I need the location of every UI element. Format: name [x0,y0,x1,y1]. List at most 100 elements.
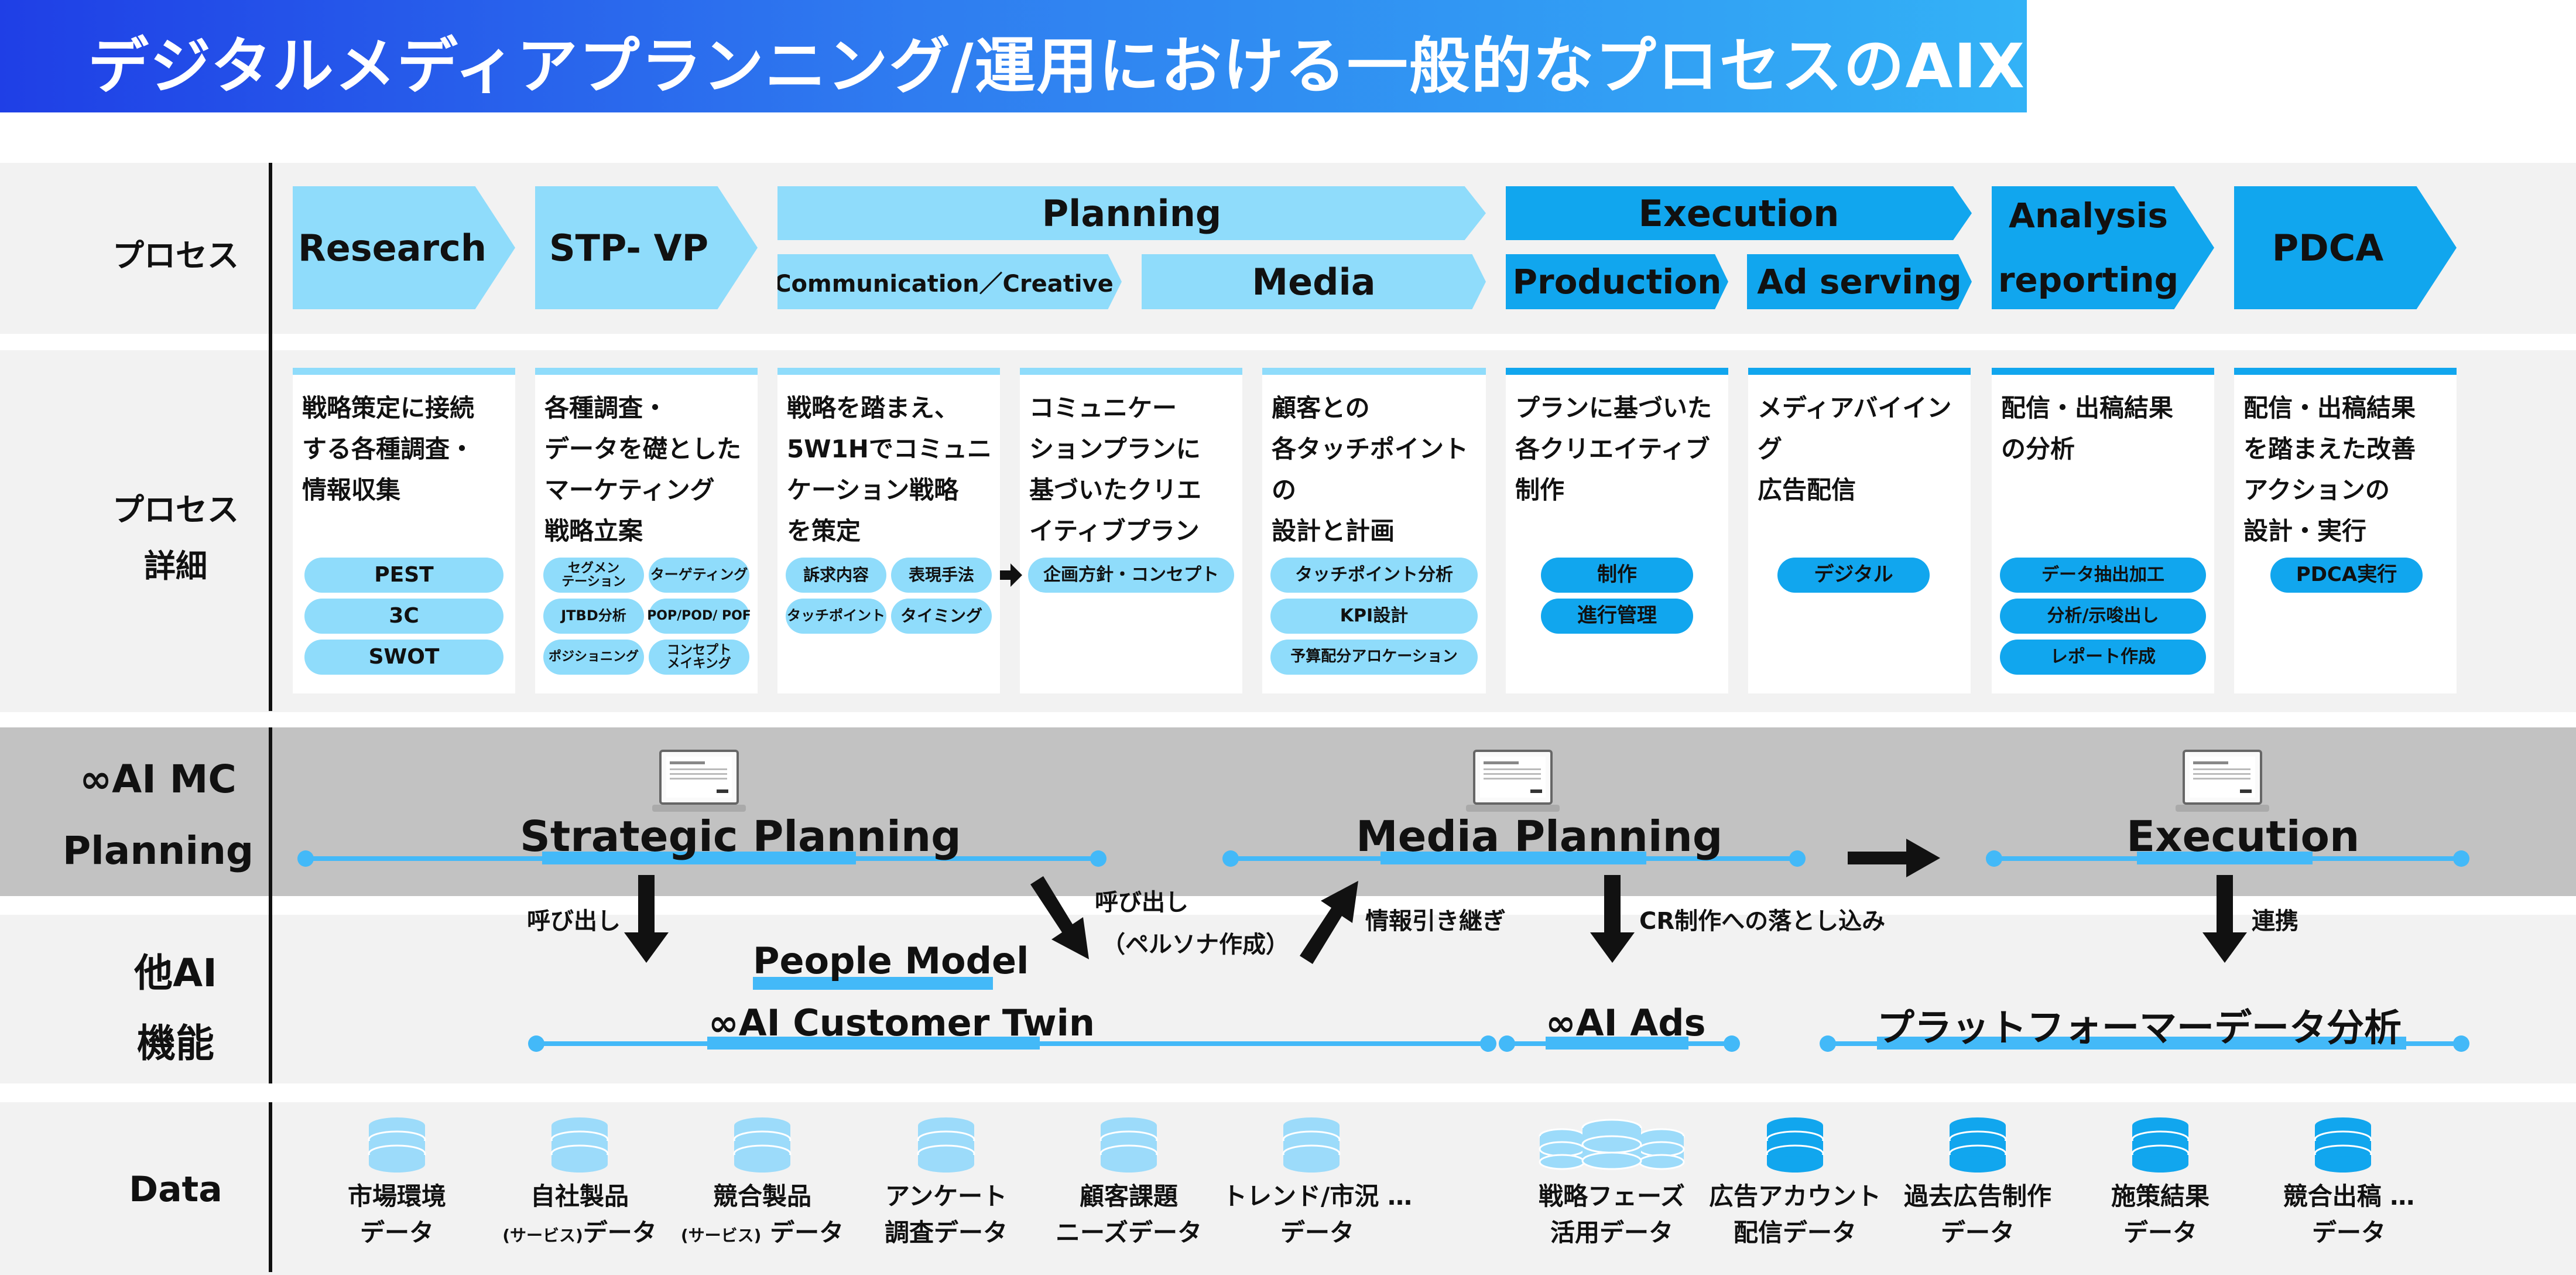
annotation-call-2: 呼び出し [1095,889,1188,916]
data-label-line2: データ [583,1218,657,1247]
row-label-detail-1: プロセス [112,491,239,528]
pill-timing: タイミング [891,599,992,634]
database-group-icon [1539,1119,1685,1170]
data-label: 競合出稿 … データ [2261,1178,2437,1251]
pill-analysis-insight: 分析/示唆出し [2000,599,2206,634]
laptop-icon [652,750,746,812]
card-line: 配信・出稿結果 [2001,394,2174,422]
process-execution: Execution [1506,186,1972,240]
process-planning: Planning [777,186,1486,240]
timeline-dot [1222,850,1239,867]
data-label-line2: データ [2311,1218,2386,1247]
card-line: を踏まえた改善 [2243,435,2416,463]
pill-pdca-execution: PDCA実行 [2270,558,2423,593]
card-line: 基づいたクリエ [1029,476,1202,504]
database-icon [1766,1117,1824,1173]
database-icon [368,1117,426,1173]
timeline-dot [1499,1035,1515,1052]
detail-card-pdca: 配信・出稿結果 を踏まえた改善 アクションの 設計・実行 [2234,368,2457,693]
database-icon [1099,1117,1158,1173]
detail-card-communication: 戦略を踏まえ、 5W1Hでコミュニ ケーション戦略 を策定 [777,368,1000,693]
data-label-small: (サービス) [502,1226,583,1245]
timeline-dot [2453,850,2469,867]
pill-appeal: 訴求内容 [786,558,886,593]
card-line: 顧客との [1272,394,1370,422]
pill-budget-allocation: 予算配分アロケーション [1270,640,1478,675]
process-analysis-line2: reporting [1998,260,2179,300]
card-line: 戦略を踏まえ、 [787,394,960,422]
data-label-line2: データ [761,1218,844,1247]
pill-swot: SWOT [304,640,503,675]
detail-card-media: 顧客との 各タッチポイントの 設計と計画 [1262,368,1486,693]
card-line: 戦略策定に接続 [302,394,475,422]
timeline-dot [1090,850,1107,867]
timeline-dot [1820,1035,1836,1052]
card-line: 各クリエイティブ [1515,435,1710,463]
process-adserving: Ad serving [1747,254,1972,309]
database-icon [550,1117,609,1173]
detail-card-research: 戦略策定に接続 する各種調査・ 情報収集 [293,368,515,693]
row-label-process: プロセス [112,237,239,274]
data-label-line1: 広告アカウント [1708,1182,1881,1211]
data-label-line2: データ [2123,1218,2197,1247]
pill-concept-making: コンセプト メイキング [649,640,749,675]
data-label-line1: トレンド/市況 … [1222,1182,1412,1211]
arrow-right-icon [1000,563,1022,587]
data-label-small: (サービス) [680,1226,762,1245]
card-line: する各種調査・ [302,435,475,463]
pill-data-extraction: データ抽出加工 [2000,558,2206,593]
card-line: を策定 [787,517,861,545]
timeline-dot [1986,850,2002,867]
detail-card-adserving: メディアバイイング 広告配信 [1748,368,1971,693]
card-line: 設計と計画 [1272,517,1395,545]
arrow-down-icon [1590,875,1635,963]
data-label: 競合製品 (サービス) データ [669,1178,856,1254]
process-communication: Communication／Creative [777,254,1122,309]
database-icon [917,1117,975,1173]
card-line: コミュニケー [1029,394,1177,422]
arrow-right-icon [1848,839,1940,877]
data-label-line1: 顧客課題 [1079,1182,1178,1211]
data-label: 戦略フェーズ 活用データ [1522,1178,1701,1251]
arrow-up-right-icon [1300,881,1358,964]
row-label-mc-1: ∞AI MC [80,757,237,802]
card-line: ションプランに [1029,435,1201,463]
data-label-line2: 配信データ [1733,1218,1856,1247]
detail-card-analysis: 配信・出稿結果 の分析 [1992,368,2214,693]
arrow-down-icon [2202,875,2247,963]
database-icon [2314,1117,2372,1173]
mc-strategic-planning: Strategic Planning [520,812,961,861]
card-line: 設計・実行 [2243,517,2367,545]
process-analysis: Analysis reporting [1992,186,2214,309]
pill-concept: 企画方針・コンセプト [1028,558,1234,593]
annotation-call: 呼び出し [527,908,621,935]
divider-line-bottom [269,1102,272,1272]
pill-production: 制作 [1541,558,1693,593]
data-label-line2: データ [1280,1218,1354,1247]
annotation-handover: 情報引き継ぎ [1365,908,1506,935]
page-title: デジタルメディアプランニング/運用における一般的なプロセスのAIX [88,30,2026,102]
data-label-line2: 調査データ [884,1218,1008,1247]
data-label-line1: 自社製品 [530,1182,629,1211]
arrow-down-icon [624,875,669,963]
mc-execution: Execution [2126,812,2360,861]
pill-pop-pod-pof: POP/POD/ POF [647,599,751,634]
data-label: 広告アカウント 配信データ [1704,1178,1886,1251]
mc-band [0,727,2576,896]
timeline-dot [1789,850,1806,867]
other-ai-band [0,915,2576,1083]
data-label: 顧客課題 ニーズデータ [1047,1178,1211,1251]
data-label-line2: 活用データ [1550,1218,1673,1247]
data-label-line1: アンケート [885,1182,1008,1211]
highlight-bar [542,852,856,864]
card-line: 各種調査・ [544,394,668,422]
row-label-data: Data [129,1169,222,1210]
row-label-other-1: 他AI [134,951,217,996]
pill-progress-management: 進行管理 [1541,599,1693,634]
highlight-bar [753,977,993,990]
pill-pest: PEST [304,558,503,593]
highlight-bar [1381,852,1646,864]
data-label-line1: 競合出稿 … [2283,1182,2415,1211]
card-line: 広告配信 [1758,476,1856,504]
card-line: メディアバイイング [1758,394,1952,463]
